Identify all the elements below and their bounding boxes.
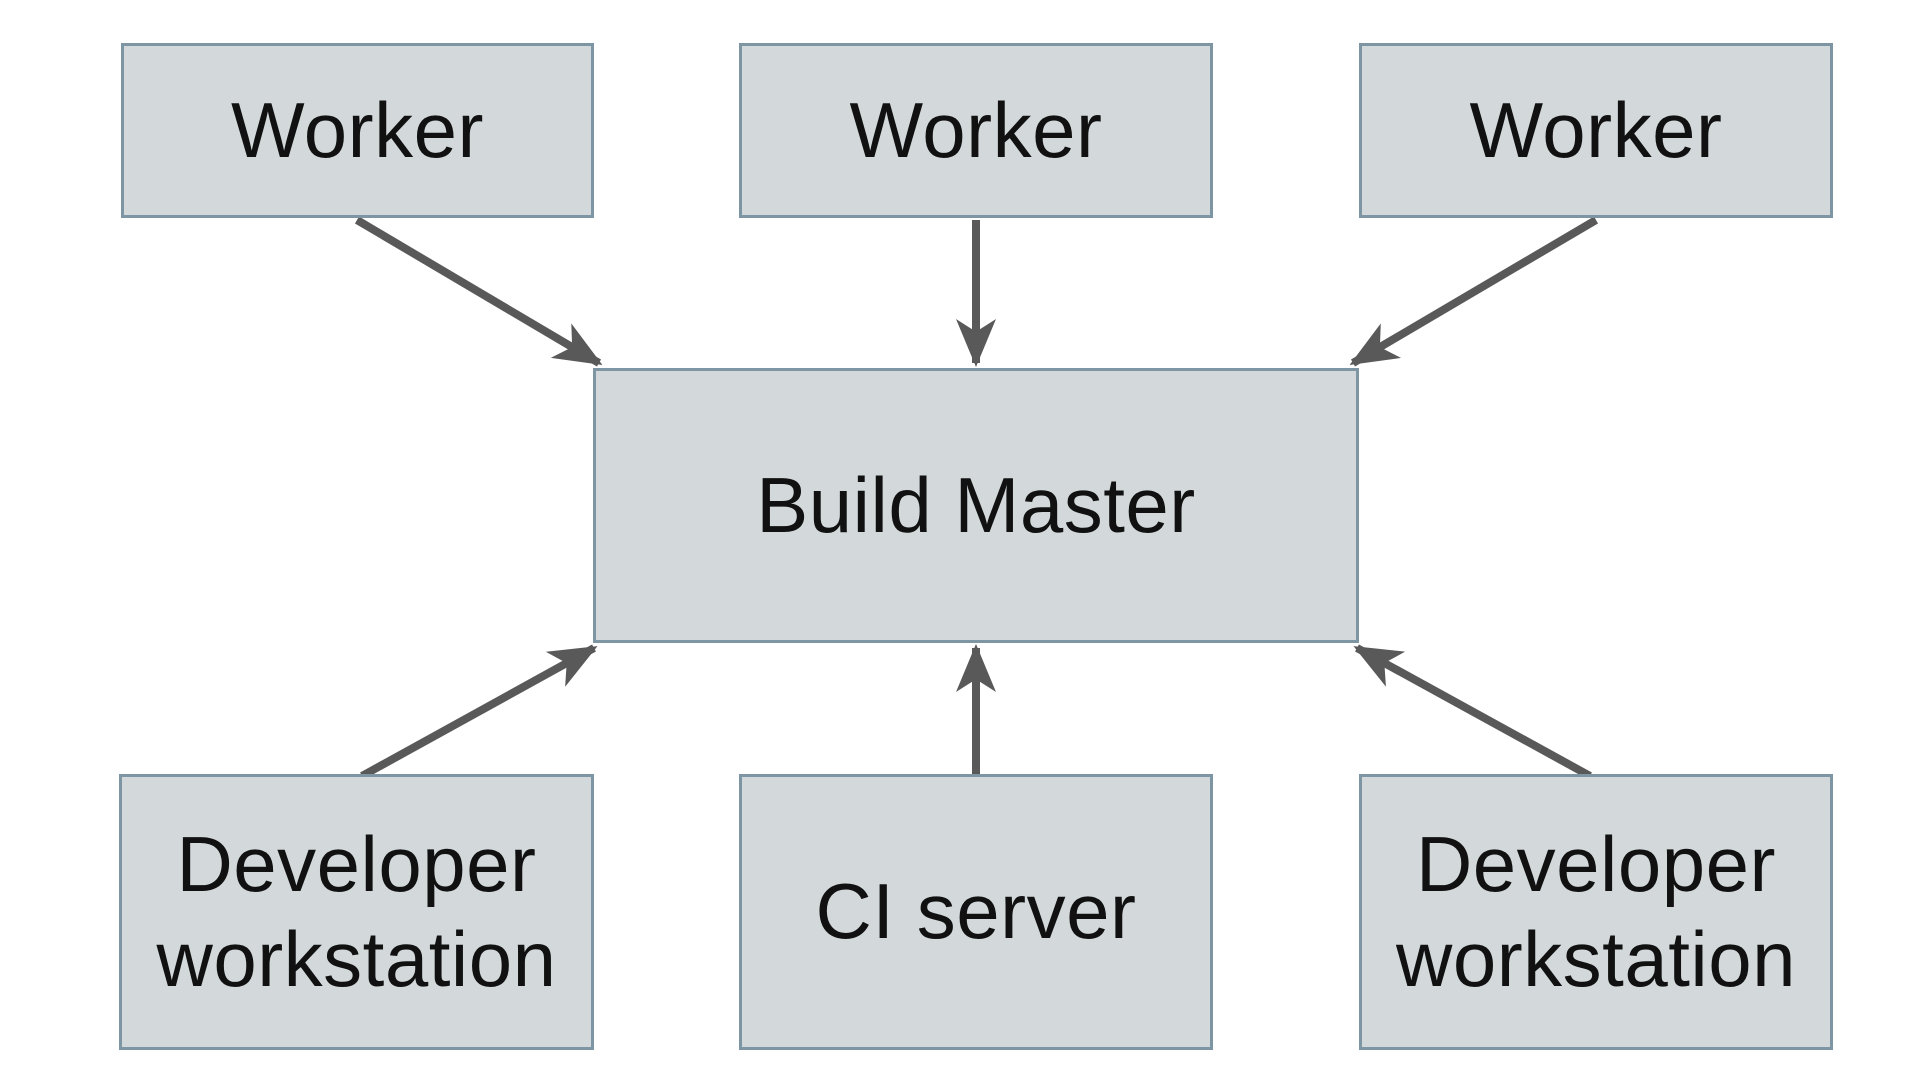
node-worker-2: Worker <box>739 43 1213 218</box>
node-developer-workstation-1-label: Developer workstation <box>156 819 557 1003</box>
arrow-developer-workstation-1-to-build-master <box>360 644 598 780</box>
arrow-worker-1-to-build-master <box>354 216 603 367</box>
node-build-master-label: Build Master <box>756 460 1196 549</box>
node-worker-1: Worker <box>121 43 594 218</box>
node-worker-3: Worker <box>1359 43 1833 218</box>
node-developer-workstation-2-label: Developer workstation <box>1396 819 1796 1003</box>
node-developer-workstation-1: Developer workstation <box>119 774 594 1050</box>
node-ci-server: CI server <box>739 774 1213 1050</box>
node-build-master: Build Master <box>593 368 1359 643</box>
node-worker-2-label: Worker <box>849 85 1103 174</box>
node-worker-1-label: Worker <box>231 85 484 174</box>
node-developer-workstation-2: Developer workstation <box>1359 774 1833 1050</box>
arrow-developer-workstation-2-to-build-master <box>1353 644 1592 780</box>
arrow-worker-3-to-build-master <box>1349 216 1599 367</box>
node-worker-3-label: Worker <box>1469 85 1723 174</box>
node-ci-server-label: CI server <box>815 867 1137 956</box>
